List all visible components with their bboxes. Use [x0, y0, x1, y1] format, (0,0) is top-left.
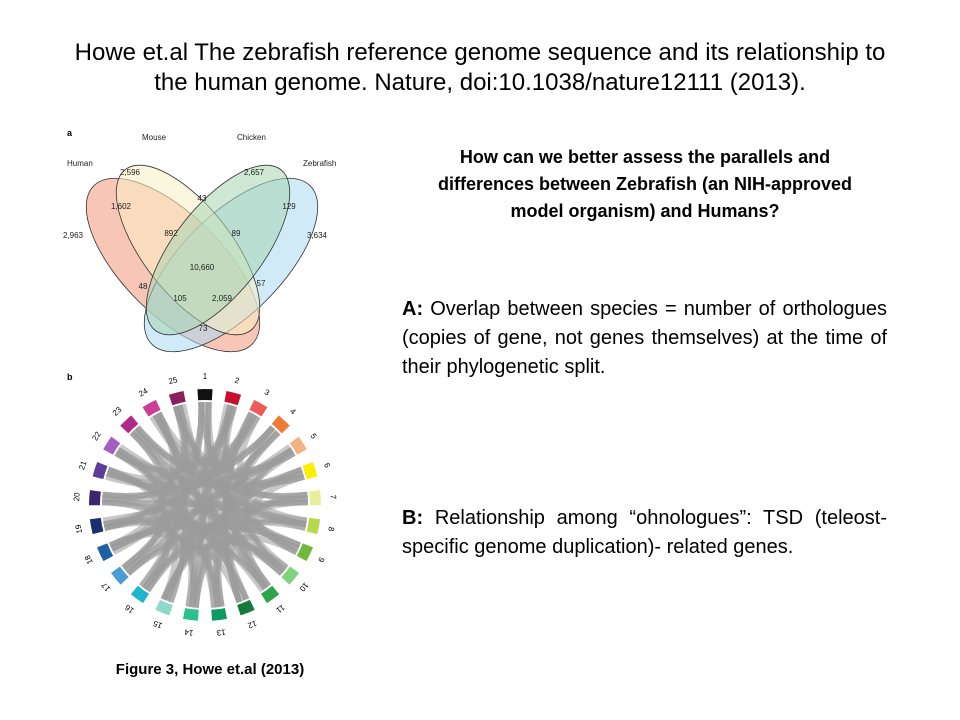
- venn-region-value: 2,596: [120, 168, 141, 177]
- point-a: A: Overlap between species = number of o…: [402, 295, 887, 382]
- venn-region-value: 73: [199, 324, 208, 333]
- chromosome-block: [302, 462, 318, 480]
- chromosome-block: [103, 436, 121, 455]
- chromosome-label: 14: [183, 627, 194, 637]
- venn-region-value: 2,657: [244, 168, 265, 177]
- venn-region-value: 57: [257, 279, 266, 288]
- chromosome-block: [289, 436, 307, 455]
- chromosome-label: 18: [83, 553, 95, 565]
- chromosome-label: 24: [137, 386, 150, 398]
- chromosome-block: [110, 566, 129, 585]
- chromosome-block: [306, 517, 321, 535]
- chromosome-block: [237, 599, 255, 616]
- venn-region-value: 10,660: [190, 263, 215, 272]
- chromosome-block: [130, 585, 149, 604]
- venn-region-value: 105: [173, 294, 187, 303]
- chromosome-label: 21: [77, 459, 88, 471]
- panel-b-label: b: [67, 372, 73, 382]
- circos-link: [156, 411, 189, 604]
- slide-title: Howe et.al The zebrafish reference genom…: [40, 38, 920, 98]
- chromosome-block: [211, 608, 228, 621]
- chromosome-block: [168, 391, 186, 406]
- circos-link: [180, 403, 250, 601]
- chromosome-block: [89, 517, 104, 535]
- chromosome-block: [92, 462, 108, 480]
- chromosome-label: 6: [322, 462, 332, 470]
- chromosome-label: 3: [263, 387, 272, 397]
- chromosome-label: 4: [288, 407, 298, 417]
- chromosome-block: [142, 399, 161, 417]
- venn-region-value: 2,963: [63, 231, 84, 240]
- title-line-1: Howe et.al The zebrafish reference genom…: [74, 39, 886, 66]
- figure-caption: Figure 3, Howe et.al (2013): [115, 661, 305, 678]
- chromosome-label: 7: [329, 494, 338, 500]
- chromosome-block: [309, 490, 321, 506]
- venn-label-zebrafish: Zebrafish: [303, 159, 336, 168]
- figure-svg: a Human Mouse Chicken Zebrafish 2,963 2,…: [63, 128, 338, 637]
- venn-region-value: 1,602: [111, 202, 132, 211]
- circos-link: [139, 405, 188, 588]
- chromosome-block: [281, 566, 300, 585]
- chromosome-block: [155, 599, 173, 616]
- venn-region-value: 129: [282, 202, 296, 211]
- chromosome-label: 13: [216, 627, 227, 637]
- chromosome-label: 19: [74, 523, 85, 534]
- chromosome-block: [249, 399, 268, 417]
- panel-a-label: a: [67, 128, 73, 138]
- figure-3: a Human Mouse Chicken Zebrafish 2,963 2,…: [55, 120, 355, 650]
- chromosome-label: 25: [168, 375, 179, 386]
- chromosome-label: 15: [151, 618, 163, 630]
- venn-region-value: 43: [198, 194, 207, 203]
- chromosome-label: 20: [72, 492, 82, 502]
- chromosome-block: [89, 490, 101, 506]
- venn-label-mouse: Mouse: [142, 133, 167, 142]
- chromosome-label: 16: [123, 602, 136, 615]
- chromosome-block: [224, 391, 242, 406]
- chromosome-block: [296, 543, 313, 562]
- point-a-text: Overlap between species = number of orth…: [402, 298, 887, 378]
- chromosome-label: 23: [111, 405, 124, 418]
- venn-label-chicken: Chicken: [237, 133, 266, 142]
- chromosome-block: [182, 608, 199, 621]
- chromosome-label: 12: [246, 619, 258, 631]
- venn-set-chicken: [145, 164, 291, 336]
- chromosome-label: 17: [99, 580, 112, 593]
- chromosome-label: 22: [90, 430, 103, 443]
- venn-region-value: 2,059: [212, 294, 233, 303]
- venn-region-value: 3,634: [307, 231, 328, 240]
- title-line-2: the human genome. Nature, doi:10.1038/na…: [154, 69, 806, 96]
- chromosome-label: 5: [308, 432, 318, 441]
- chromosome-label: 1: [203, 372, 208, 381]
- point-a-label: A:: [402, 298, 424, 320]
- research-question: How can we better assess the parallels a…: [437, 147, 853, 221]
- chromosome-label: 10: [297, 581, 310, 594]
- circos-links: [101, 401, 309, 608]
- chromosome-block: [271, 415, 290, 434]
- point-b-text: Relationship among “ohnologues”: TSD (te…: [402, 507, 887, 558]
- chromosome-block: [261, 585, 280, 604]
- venn-region-value: 89: [232, 229, 241, 238]
- chromosome-block: [197, 388, 213, 401]
- venn-region-value: 892: [164, 229, 178, 238]
- venn-label-human: Human: [67, 159, 93, 168]
- venn-region-value: 48: [139, 282, 148, 291]
- point-b: B: Relationship among “ohnologues”: TSD …: [402, 504, 887, 562]
- chromosome-block: [120, 415, 139, 434]
- venn-diagram: Human Mouse Chicken Zebrafish 2,963 2,59…: [63, 133, 336, 353]
- point-b-label: B:: [402, 507, 424, 529]
- chromosome-block: [97, 543, 114, 562]
- chromosome-label: 2: [234, 376, 241, 386]
- chromosome-label: 11: [274, 603, 286, 615]
- chromosome-label: 8: [326, 526, 336, 533]
- chromosome-label: 9: [316, 556, 326, 564]
